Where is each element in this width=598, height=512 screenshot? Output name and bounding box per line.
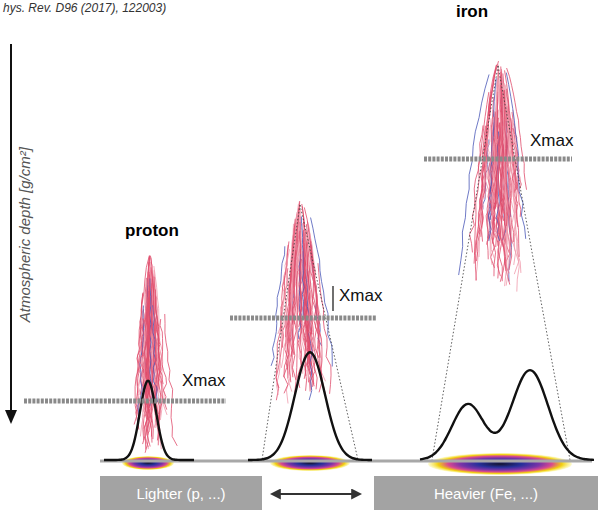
xmax-label: Xmax [530,131,573,151]
xmax-bar [24,399,226,404]
footprint [270,455,350,471]
cone-line [432,66,498,460]
shower-track [281,224,293,368]
shower-track [137,311,143,408]
xmax-tick [332,286,333,311]
depth-axis-arrow [10,44,12,412]
xmax-distribution [104,381,194,460]
shower-track [140,319,143,369]
double-arrow [272,493,360,495]
box-text: Lighter (p, ...) [136,485,225,502]
shower-track [481,61,498,241]
shower-track [160,319,167,410]
shower-track [304,231,312,350]
xmax-bar [230,316,376,321]
xmax-distribution [248,352,372,460]
footprint [122,456,174,470]
mass-box: Lighter (p, ...) [100,476,262,510]
nucleus-label: iron [456,2,488,22]
shower-track [147,286,151,418]
shower-track [506,73,525,239]
axis-label: Atmospheric depth [g/cm²] [16,147,33,322]
shower-track [299,222,302,327]
footprint [428,453,572,475]
shower-track [470,125,483,252]
particle-showers [134,61,526,453]
nucleus-label: proton [125,221,179,241]
xmax-label: Xmax [182,371,225,391]
shower-track [276,241,289,400]
shower-track [494,84,498,202]
shower-track [507,89,515,193]
cone-lines [262,66,570,460]
mass-box: Heavier (Fe, ...) [374,476,598,510]
depth-axis-arrowhead [5,410,17,424]
xmax-distribution [420,370,594,460]
xmax-bars [24,159,572,401]
xmax-distributions [104,352,594,460]
shower-track [502,76,510,264]
shower-track [284,219,295,378]
shower-track [498,123,500,237]
xmax-bar [424,157,572,162]
shower-track [271,246,285,366]
cone-line [262,205,300,460]
cone-line [498,66,570,460]
shower-track [165,314,177,446]
shower-track [491,127,496,259]
shower-track [459,74,489,275]
citation-text: hys. Rev. D96 (2017), 122003) [3,2,166,16]
shower-track [311,218,333,367]
box-text: Heavier (Fe, ...) [434,485,538,502]
shower-track [476,126,485,261]
xmax-label: Xmax [339,286,382,306]
cone-line [300,205,358,460]
